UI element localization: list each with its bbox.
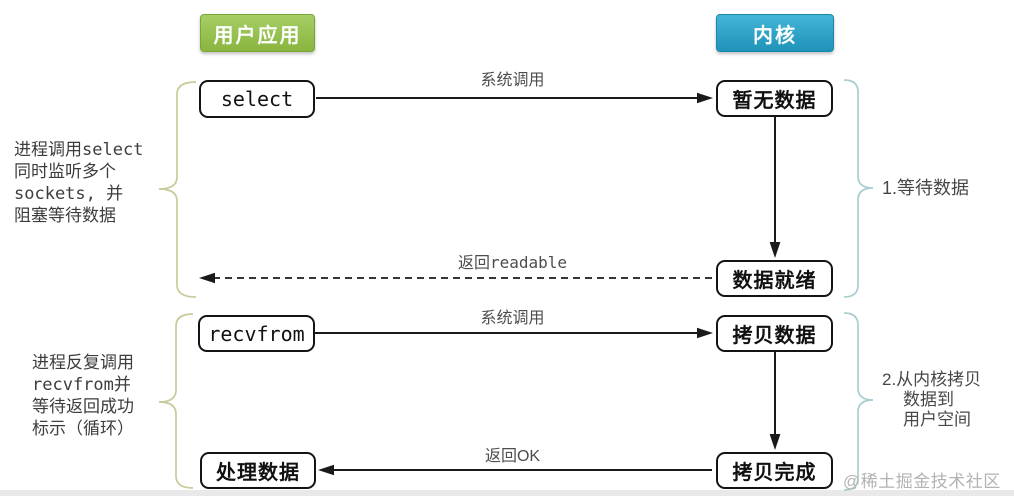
node-no-data: 暂无数据 <box>716 80 833 117</box>
annotation-line: 等待返回成功 <box>32 397 134 416</box>
brace-left-recvfrom-icon <box>158 313 194 489</box>
edge-label-return-ok: 返回OK <box>484 448 541 465</box>
node-copy-done: 拷贝完成 <box>716 452 833 489</box>
page-bottom-edge <box>0 490 1014 496</box>
arrow-return-ok <box>318 464 712 476</box>
header-kernel: 内核 <box>716 14 834 52</box>
arrowhead-right-icon <box>697 92 713 104</box>
annotation-line: 同时监听多个 <box>14 162 116 181</box>
annotation-line: 进程反复调用 <box>32 353 134 372</box>
annotation-line: 数据到 <box>903 390 954 409</box>
annotation-line: 2.从内核拷贝 <box>882 370 982 389</box>
annotation-line: 标示（循环） <box>32 419 134 438</box>
annotation-line: sockets, 并 <box>14 184 124 204</box>
arrowhead-left-icon <box>318 464 334 476</box>
brace-right-wait-icon <box>843 79 874 298</box>
arrowhead-right-icon <box>697 327 713 339</box>
arrowhead-left-icon <box>199 272 215 284</box>
arrowhead-down-icon <box>769 242 781 258</box>
annotation-recvfrom-note: 进程反复调用 recvfrom并 等待返回成功 标示（循环） <box>32 352 167 440</box>
arrow-syscall-select <box>316 92 713 104</box>
node-select: select <box>199 80 315 118</box>
node-recvfrom: recvfrom <box>198 315 315 352</box>
annotation-line: 阻塞等待数据 <box>14 206 116 225</box>
arrow-copying <box>769 352 781 450</box>
annotation-wait-data: 1.等待数据 <box>882 178 970 198</box>
annotation-line: recvfrom并 <box>32 375 131 395</box>
node-copy-data: 拷贝数据 <box>716 315 833 352</box>
annotation-line: 用户空间 <box>903 410 971 429</box>
node-data-ready: 数据就绪 <box>716 260 833 297</box>
edge-label-syscall-top: 系统调用 <box>480 72 545 89</box>
brace-right-copy-icon <box>843 312 874 491</box>
arrow-return-readable <box>199 272 712 284</box>
header-user-app: 用户应用 <box>200 14 315 52</box>
arrow-wait-data <box>769 117 781 258</box>
edge-label-return-readable: 返回readable <box>457 253 568 272</box>
node-process-data: 处理数据 <box>200 452 316 489</box>
annotation-copy-data: 2.从内核拷贝 数据到 用户空间 <box>882 370 1014 430</box>
watermark: @稀土掘金技术社区 <box>843 472 1001 491</box>
edge-label-syscall-bottom: 系统调用 <box>480 310 545 327</box>
arrow-syscall-recvfrom <box>315 327 713 339</box>
annotation-select-note: 进程调用select 同时监听多个 sockets, 并 阻塞等待数据 <box>14 139 179 227</box>
arrowhead-down-icon <box>769 434 781 450</box>
annotation-line: 进程调用select <box>14 140 144 160</box>
brace-left-select-icon <box>158 81 197 298</box>
